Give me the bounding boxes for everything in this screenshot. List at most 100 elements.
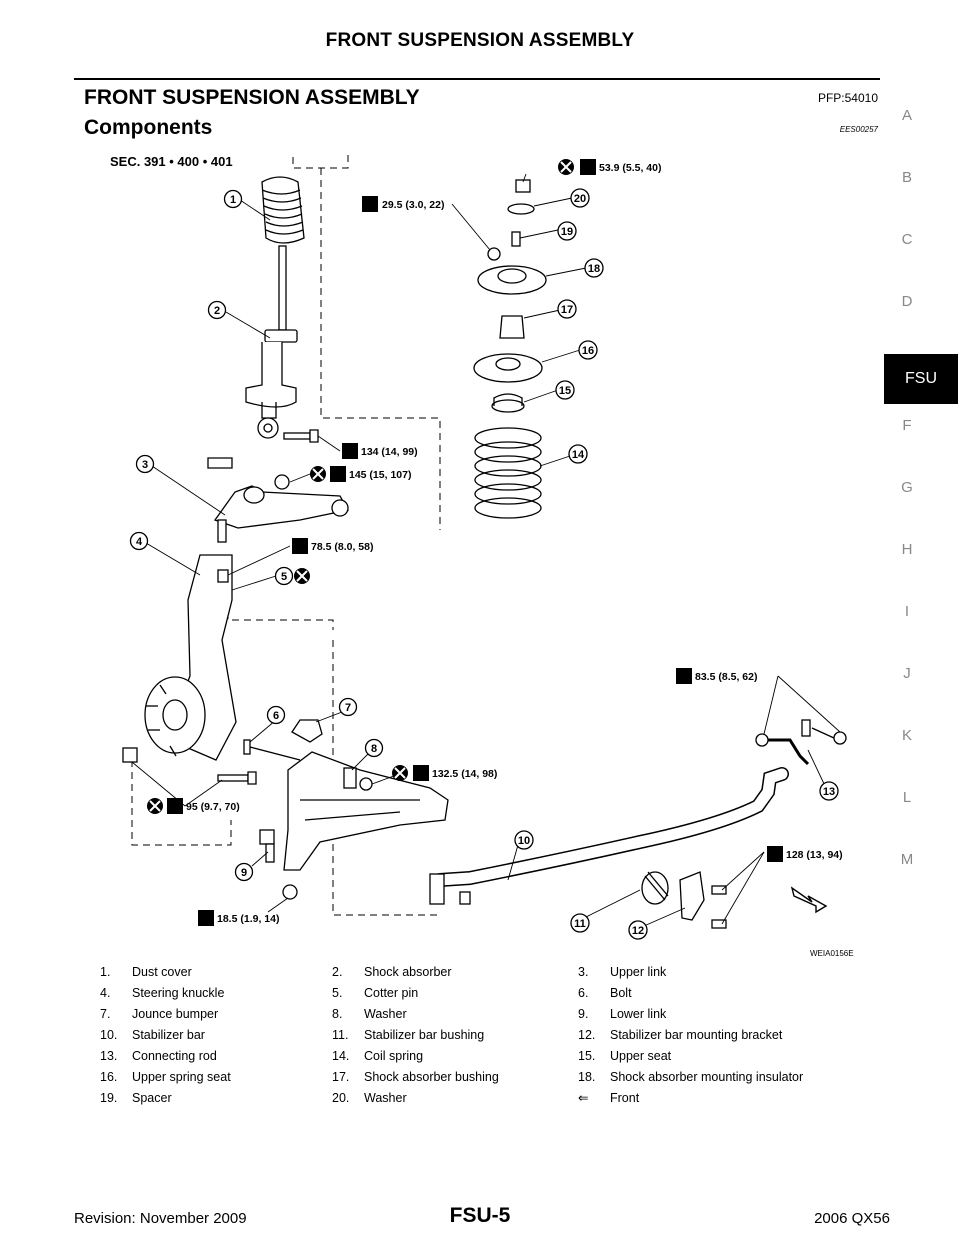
- callout-19: 19: [557, 221, 577, 241]
- torque-wrench-icon: [167, 159, 783, 926]
- callout-2: 2: [207, 300, 227, 320]
- legend-item-number: 5.: [332, 986, 343, 1000]
- callout-8: 8: [364, 738, 384, 758]
- legend-item: 7.Jounce bumper: [100, 1004, 332, 1025]
- legend-item: 20.Washer: [332, 1088, 578, 1109]
- tab-b[interactable]: B: [901, 169, 912, 186]
- tab-g[interactable]: G: [901, 479, 913, 496]
- legend-item: 13.Connecting rod: [100, 1046, 332, 1067]
- legend-item-number: 12.: [578, 1028, 596, 1042]
- legend-item: 1.Dust cover: [100, 962, 332, 983]
- legend-item: 15. Upper seat: [578, 1046, 860, 1067]
- lower-link-bolt: [243, 739, 301, 761]
- legend-item-label: Bolt: [610, 986, 632, 1000]
- legend-item-number: 17.: [332, 1070, 350, 1084]
- svg-text:11: 11: [574, 918, 586, 930]
- torque-label-7: 132.5 (14, 98): [432, 768, 497, 780]
- stabilizer-bar: [429, 767, 789, 905]
- torque-label-3: 134 (14, 99): [361, 446, 418, 458]
- callout-13: 13: [819, 781, 839, 801]
- legend-item: 18.Shock absorber mounting insulator: [578, 1067, 860, 1088]
- callout-1: 1: [223, 189, 243, 209]
- document-id: EES00257: [839, 125, 878, 134]
- legend-item: 14.Coil spring: [332, 1046, 578, 1067]
- legend-item: 16.Upper spring seat: [100, 1067, 332, 1088]
- callout-10: 10: [514, 830, 534, 850]
- legend-item-number: 4.: [100, 986, 111, 1000]
- suspension-exploded-diagram: SEC. 391 • 400 • 401: [110, 150, 854, 958]
- svg-text:12: 12: [632, 925, 644, 937]
- lower-link-nut: [359, 777, 373, 791]
- legend-item: 10.Stabilizer bar: [100, 1025, 332, 1046]
- section-subtitle: Components: [84, 116, 213, 139]
- svg-text:20: 20: [574, 193, 586, 205]
- tab-m[interactable]: M: [900, 851, 914, 868]
- legend-item-label: Spacer: [132, 1091, 172, 1105]
- tab-a[interactable]: A: [901, 107, 912, 124]
- legend-item-number: 20.: [332, 1091, 350, 1105]
- legend-item-label: Stabilizer bar: [132, 1028, 205, 1042]
- callout-9: 9: [234, 862, 254, 882]
- stabilizer-mounting-bracket: [679, 871, 727, 929]
- legend-item-number: 11.: [332, 1028, 349, 1042]
- legend-item-label: Stabilizer bar bushing: [364, 1028, 485, 1042]
- torque-label-6: 83.5 (8.5, 62): [695, 671, 757, 683]
- shock-lower-bolt: [283, 429, 319, 443]
- wheel-hub: [144, 676, 206, 757]
- tab-f[interactable]: F: [902, 417, 912, 434]
- svg-text:14: 14: [572, 449, 585, 461]
- tab-d[interactable]: D: [901, 293, 913, 310]
- front-direction-arrow: [790, 886, 828, 914]
- legend-item-number: 6.: [578, 986, 589, 1000]
- legend-item-label: Lower link: [610, 1007, 667, 1021]
- stabilizer-bar-bushing: [641, 871, 669, 905]
- tab-j[interactable]: J: [903, 665, 911, 682]
- legend-item-label: Upper spring seat: [132, 1070, 231, 1084]
- legend-item: 4.Steering knuckle: [100, 983, 332, 1004]
- legend-item-number: 8.: [332, 1007, 343, 1021]
- svg-text:5: 5: [281, 571, 287, 583]
- section-reference-label: SEC. 391 • 400 • 401: [110, 154, 233, 169]
- legend-item: 17.Shock absorber bushing: [332, 1067, 578, 1088]
- svg-text:10: 10: [518, 835, 530, 847]
- tab-i[interactable]: I: [904, 603, 910, 620]
- svg-text:19: 19: [561, 226, 573, 238]
- tab-c[interactable]: C: [901, 231, 913, 248]
- washer-nut-top: [515, 179, 531, 193]
- legend-item: 5.Cotter pin: [332, 983, 578, 1004]
- legend-item-label: Stabilizer bar mounting bracket: [610, 1028, 783, 1042]
- upper-seat: [491, 393, 525, 413]
- legend-item-label: Upper link: [610, 965, 667, 979]
- svg-text:17: 17: [561, 304, 573, 316]
- callout-5: 5: [274, 566, 294, 586]
- legend-item: 2.Shock absorber: [332, 962, 578, 983]
- washer-8: [343, 767, 357, 789]
- tab-h[interactable]: H: [901, 541, 913, 558]
- revision-date: Revision: November 2009: [74, 1210, 247, 1227]
- svg-text:6: 6: [273, 710, 279, 722]
- legend-item-number: ⇐: [578, 1091, 589, 1105]
- svg-text:8: 8: [371, 743, 377, 755]
- legend-item-number: 18.: [578, 1070, 596, 1084]
- legend-item-number: 15.: [578, 1049, 596, 1063]
- washer-20: [507, 203, 535, 215]
- legend-item-number: 19.: [100, 1091, 118, 1105]
- connecting-rod: [755, 719, 847, 766]
- tab-fsu[interactable]: FSU: [884, 354, 958, 404]
- torque-label-9: 128 (13, 94): [786, 849, 843, 861]
- running-title: FRONT SUSPENSION ASSEMBLY: [325, 30, 635, 51]
- legend-item-label: Jounce bumper: [132, 1007, 219, 1021]
- tab-k[interactable]: K: [901, 727, 912, 744]
- legend-item-label: Upper seat: [610, 1049, 672, 1063]
- legend-item-number: 1.: [100, 965, 111, 979]
- torque-label-1: 53.9 (5.5, 40): [599, 162, 661, 174]
- legend-item: ⇐Front: [578, 1088, 860, 1109]
- legend-item-number: 14.: [332, 1049, 350, 1063]
- svg-text:4: 4: [136, 536, 143, 548]
- header-rule: [74, 78, 880, 80]
- legend-row: 19. Spacer 20.Washer⇐Front: [100, 1088, 860, 1109]
- tab-l[interactable]: L: [902, 789, 912, 806]
